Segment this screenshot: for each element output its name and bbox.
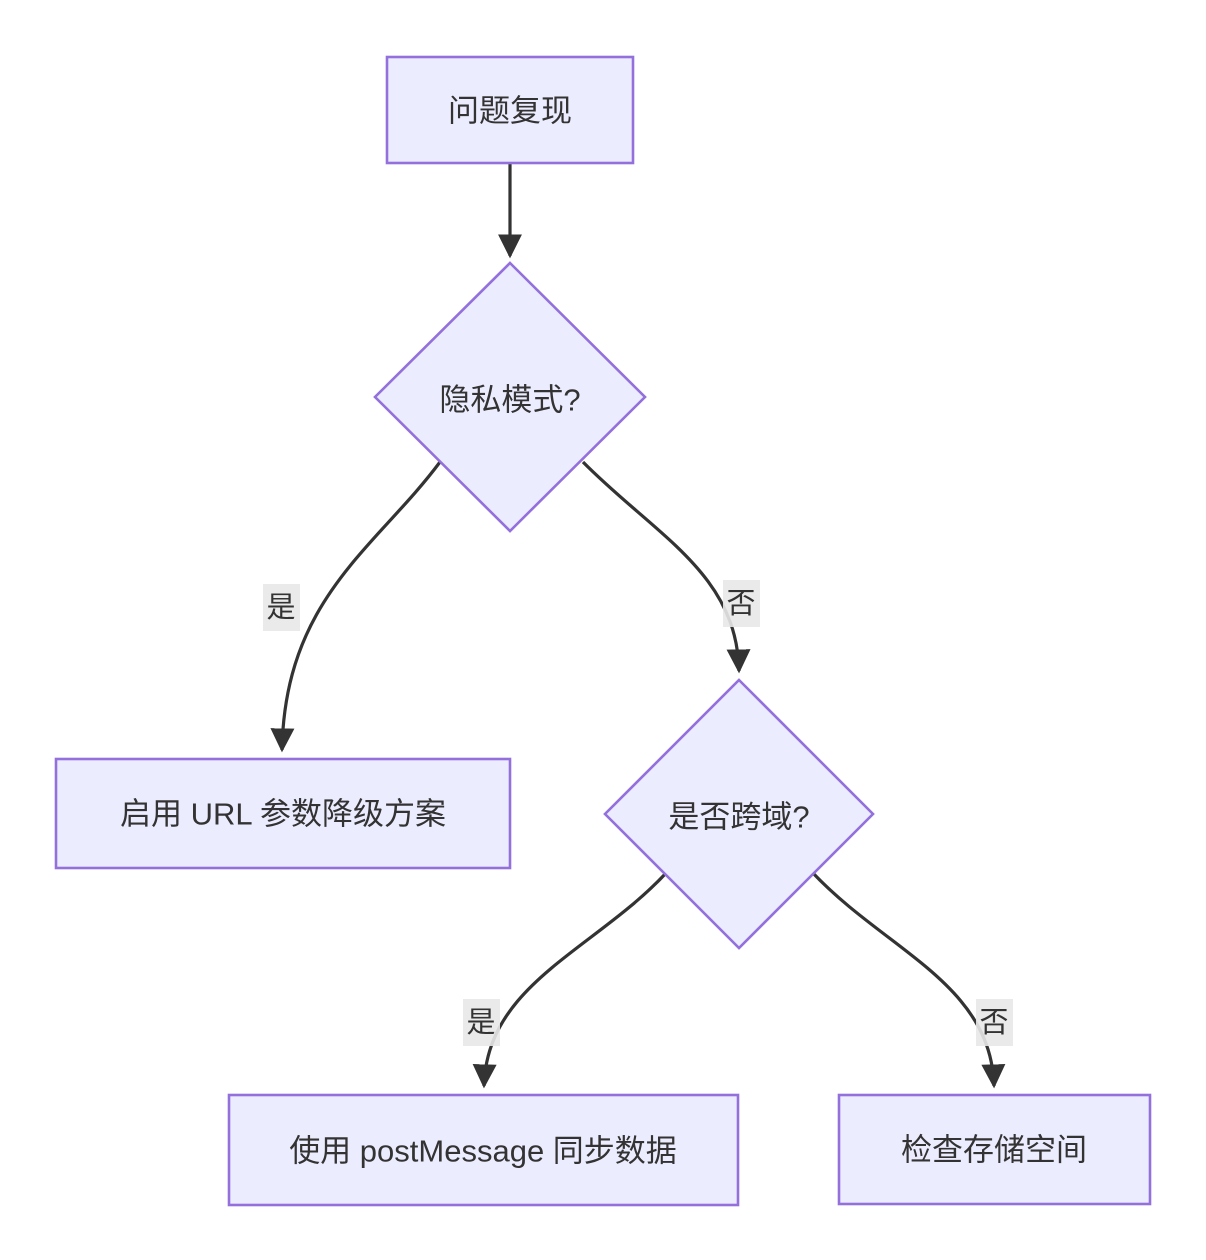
edge-label-privacy-no: 否 bbox=[723, 580, 760, 627]
node-label: 是否跨域? bbox=[668, 800, 809, 835]
decision-diamond bbox=[603, 678, 875, 950]
edge-label-crossorigin-no: 否 bbox=[976, 999, 1013, 1046]
node-label: 检查存储空间 bbox=[901, 1133, 1087, 1168]
edge-label-text: 否 bbox=[726, 588, 755, 620]
edge-label-privacy-yes: 是 bbox=[263, 584, 300, 631]
node-url-param-fallback: 启用 URL 参数降级方案 bbox=[54, 757, 512, 870]
node-label: 使用 postMessage 同步数据 bbox=[289, 1134, 677, 1169]
node-rect bbox=[385, 55, 635, 165]
decision-privacy-mode: 隐私模式? bbox=[373, 261, 647, 533]
edge-label-text: 是 bbox=[466, 1007, 495, 1039]
node-rect bbox=[227, 1093, 740, 1207]
edge-group bbox=[270, 163, 1006, 1089]
edge-label-bg bbox=[976, 999, 1013, 1046]
node-label: 问题复现 bbox=[448, 94, 572, 129]
edge-label-bg bbox=[723, 580, 760, 627]
edge-label-bg bbox=[263, 584, 300, 631]
edge-label-text: 是 bbox=[266, 592, 295, 624]
node-rect bbox=[837, 1093, 1152, 1206]
node-postmessage-sync: 使用 postMessage 同步数据 bbox=[227, 1093, 740, 1207]
edge-label-crossorigin-yes: 是 bbox=[463, 999, 500, 1046]
node-label: 启用 URL 参数降级方案 bbox=[120, 797, 446, 832]
node-problem-reproduction: 问题复现 bbox=[385, 55, 635, 165]
decision-cross-origin: 是否跨域? bbox=[603, 678, 875, 950]
node-label: 隐私模式? bbox=[439, 383, 580, 418]
edge-label-text: 否 bbox=[979, 1007, 1008, 1039]
decision-diamond bbox=[373, 261, 647, 533]
edge-crossorigin-yes bbox=[472, 870, 669, 1089]
node-rect bbox=[54, 757, 512, 870]
node-check-storage: 检查存储空间 bbox=[837, 1093, 1152, 1206]
edge-privacy-yes bbox=[270, 461, 442, 753]
edge-privacy-no bbox=[581, 460, 751, 674]
edge-label-bg bbox=[463, 999, 500, 1046]
edge-crossorigin-no bbox=[810, 870, 1006, 1089]
